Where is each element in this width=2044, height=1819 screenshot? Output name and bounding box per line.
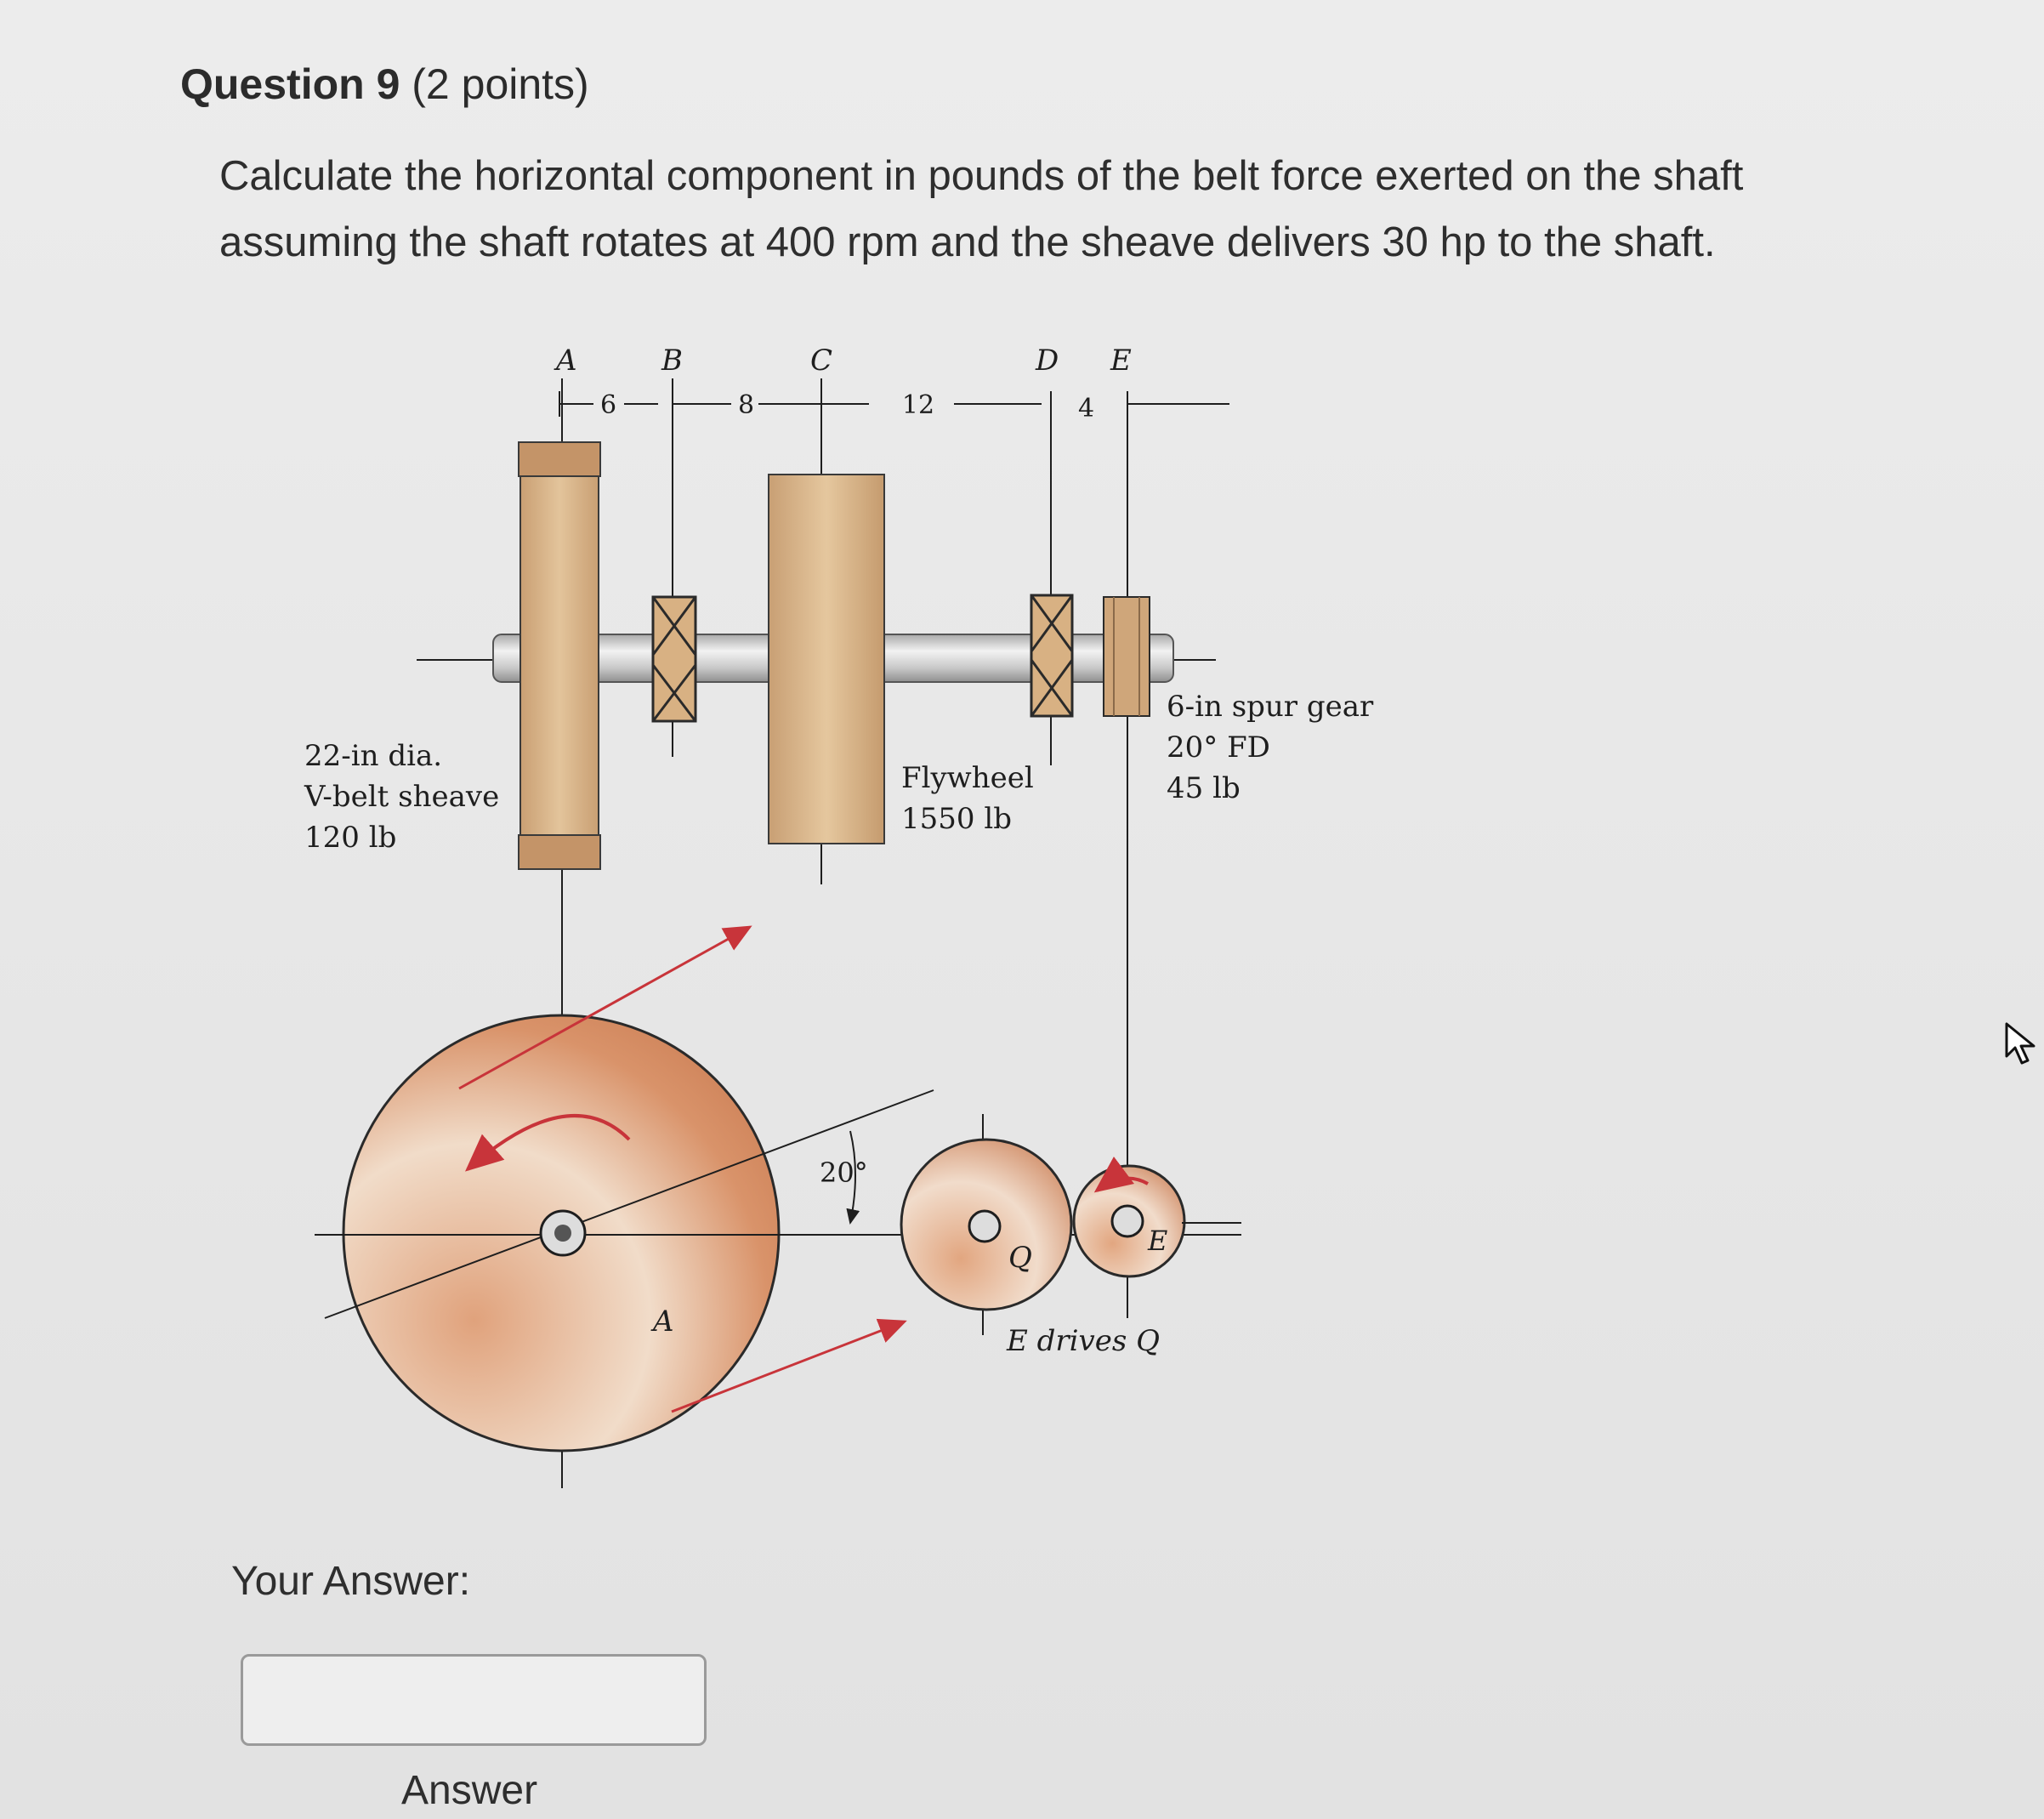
gear-label-line1: 6-in spur gear xyxy=(1167,690,1374,724)
flywheel-label-line1: Flywheel xyxy=(901,761,1034,795)
gear-q-label: Q xyxy=(1008,1241,1032,1275)
question-heading: Question 9 (2 points) xyxy=(180,60,589,109)
angle-label: 20° xyxy=(820,1157,868,1189)
flywheel-label-line2: 1550 lb xyxy=(901,802,1012,836)
point-label-d: D xyxy=(1035,344,1059,378)
flywheel-side xyxy=(768,474,885,844)
point-label-a: A xyxy=(554,344,577,378)
answer-caption: Answer xyxy=(401,1768,538,1813)
bearing-d xyxy=(1030,594,1074,718)
answer-input[interactable] xyxy=(241,1654,707,1746)
mouse-pointer-icon xyxy=(2005,1022,2035,1065)
spur-gear-side xyxy=(1103,596,1150,717)
gear-label-line3: 45 lb xyxy=(1167,771,1241,805)
drive-label: E drives Q xyxy=(1006,1324,1160,1358)
question-text: Calculate the horizontal component in po… xyxy=(219,153,1744,265)
dim-label-12: 12 xyxy=(902,390,934,420)
dim-label-8: 8 xyxy=(738,390,754,420)
question-points: (2 points) xyxy=(412,60,589,108)
sheave-label-line1: 22-in dia. xyxy=(304,739,442,773)
point-label-e: E xyxy=(1110,344,1132,378)
gear-label-line2: 20° FD xyxy=(1167,730,1270,765)
sheave-label-line2: V-belt sheave xyxy=(304,780,499,814)
sheave-center-label: A xyxy=(650,1305,674,1339)
question-title: Question 9 xyxy=(180,60,400,108)
shaft-diagram: A B C D E 6 8 12 4 xyxy=(255,332,1394,1505)
belt-force-arrow-lower xyxy=(671,1318,907,1413)
rotation-arrow xyxy=(464,1114,631,1172)
belt-force-arrow-upper xyxy=(458,925,752,1090)
sheave-label-line3: 120 lb xyxy=(304,821,396,855)
dim-label-6: 6 xyxy=(600,390,616,420)
gear-e-label: E xyxy=(1147,1225,1167,1257)
point-label-b: B xyxy=(661,344,683,378)
answer-prompt: Your Answer: xyxy=(231,1559,471,1604)
bearing-b xyxy=(651,595,697,723)
dim-label-4: 4 xyxy=(1078,394,1094,423)
v-belt-sheave-side xyxy=(520,441,599,868)
dimension-line xyxy=(559,391,1229,417)
point-label-c: C xyxy=(810,344,832,378)
